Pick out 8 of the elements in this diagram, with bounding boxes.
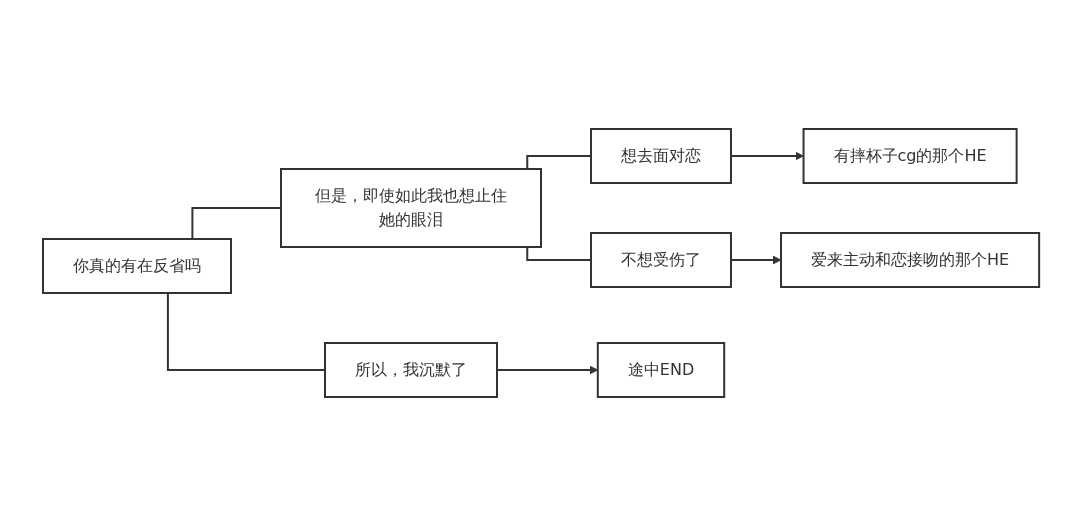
node-box: 不想受伤了 (589, 231, 732, 288)
node-box: 有摔杯子cg的那个HE (802, 127, 1018, 184)
node-box: 但是，即使如此我也想止住她的眼泪 (279, 167, 542, 248)
node-box: 所以，我沉默了 (323, 341, 498, 398)
node-box: 爱来主动和恋接吻的那个HE (779, 231, 1041, 288)
node-box: 途中END (596, 341, 726, 398)
node-box: 你真的有在反省吗 (41, 237, 232, 294)
node-box: 想去面对恋 (589, 127, 732, 184)
